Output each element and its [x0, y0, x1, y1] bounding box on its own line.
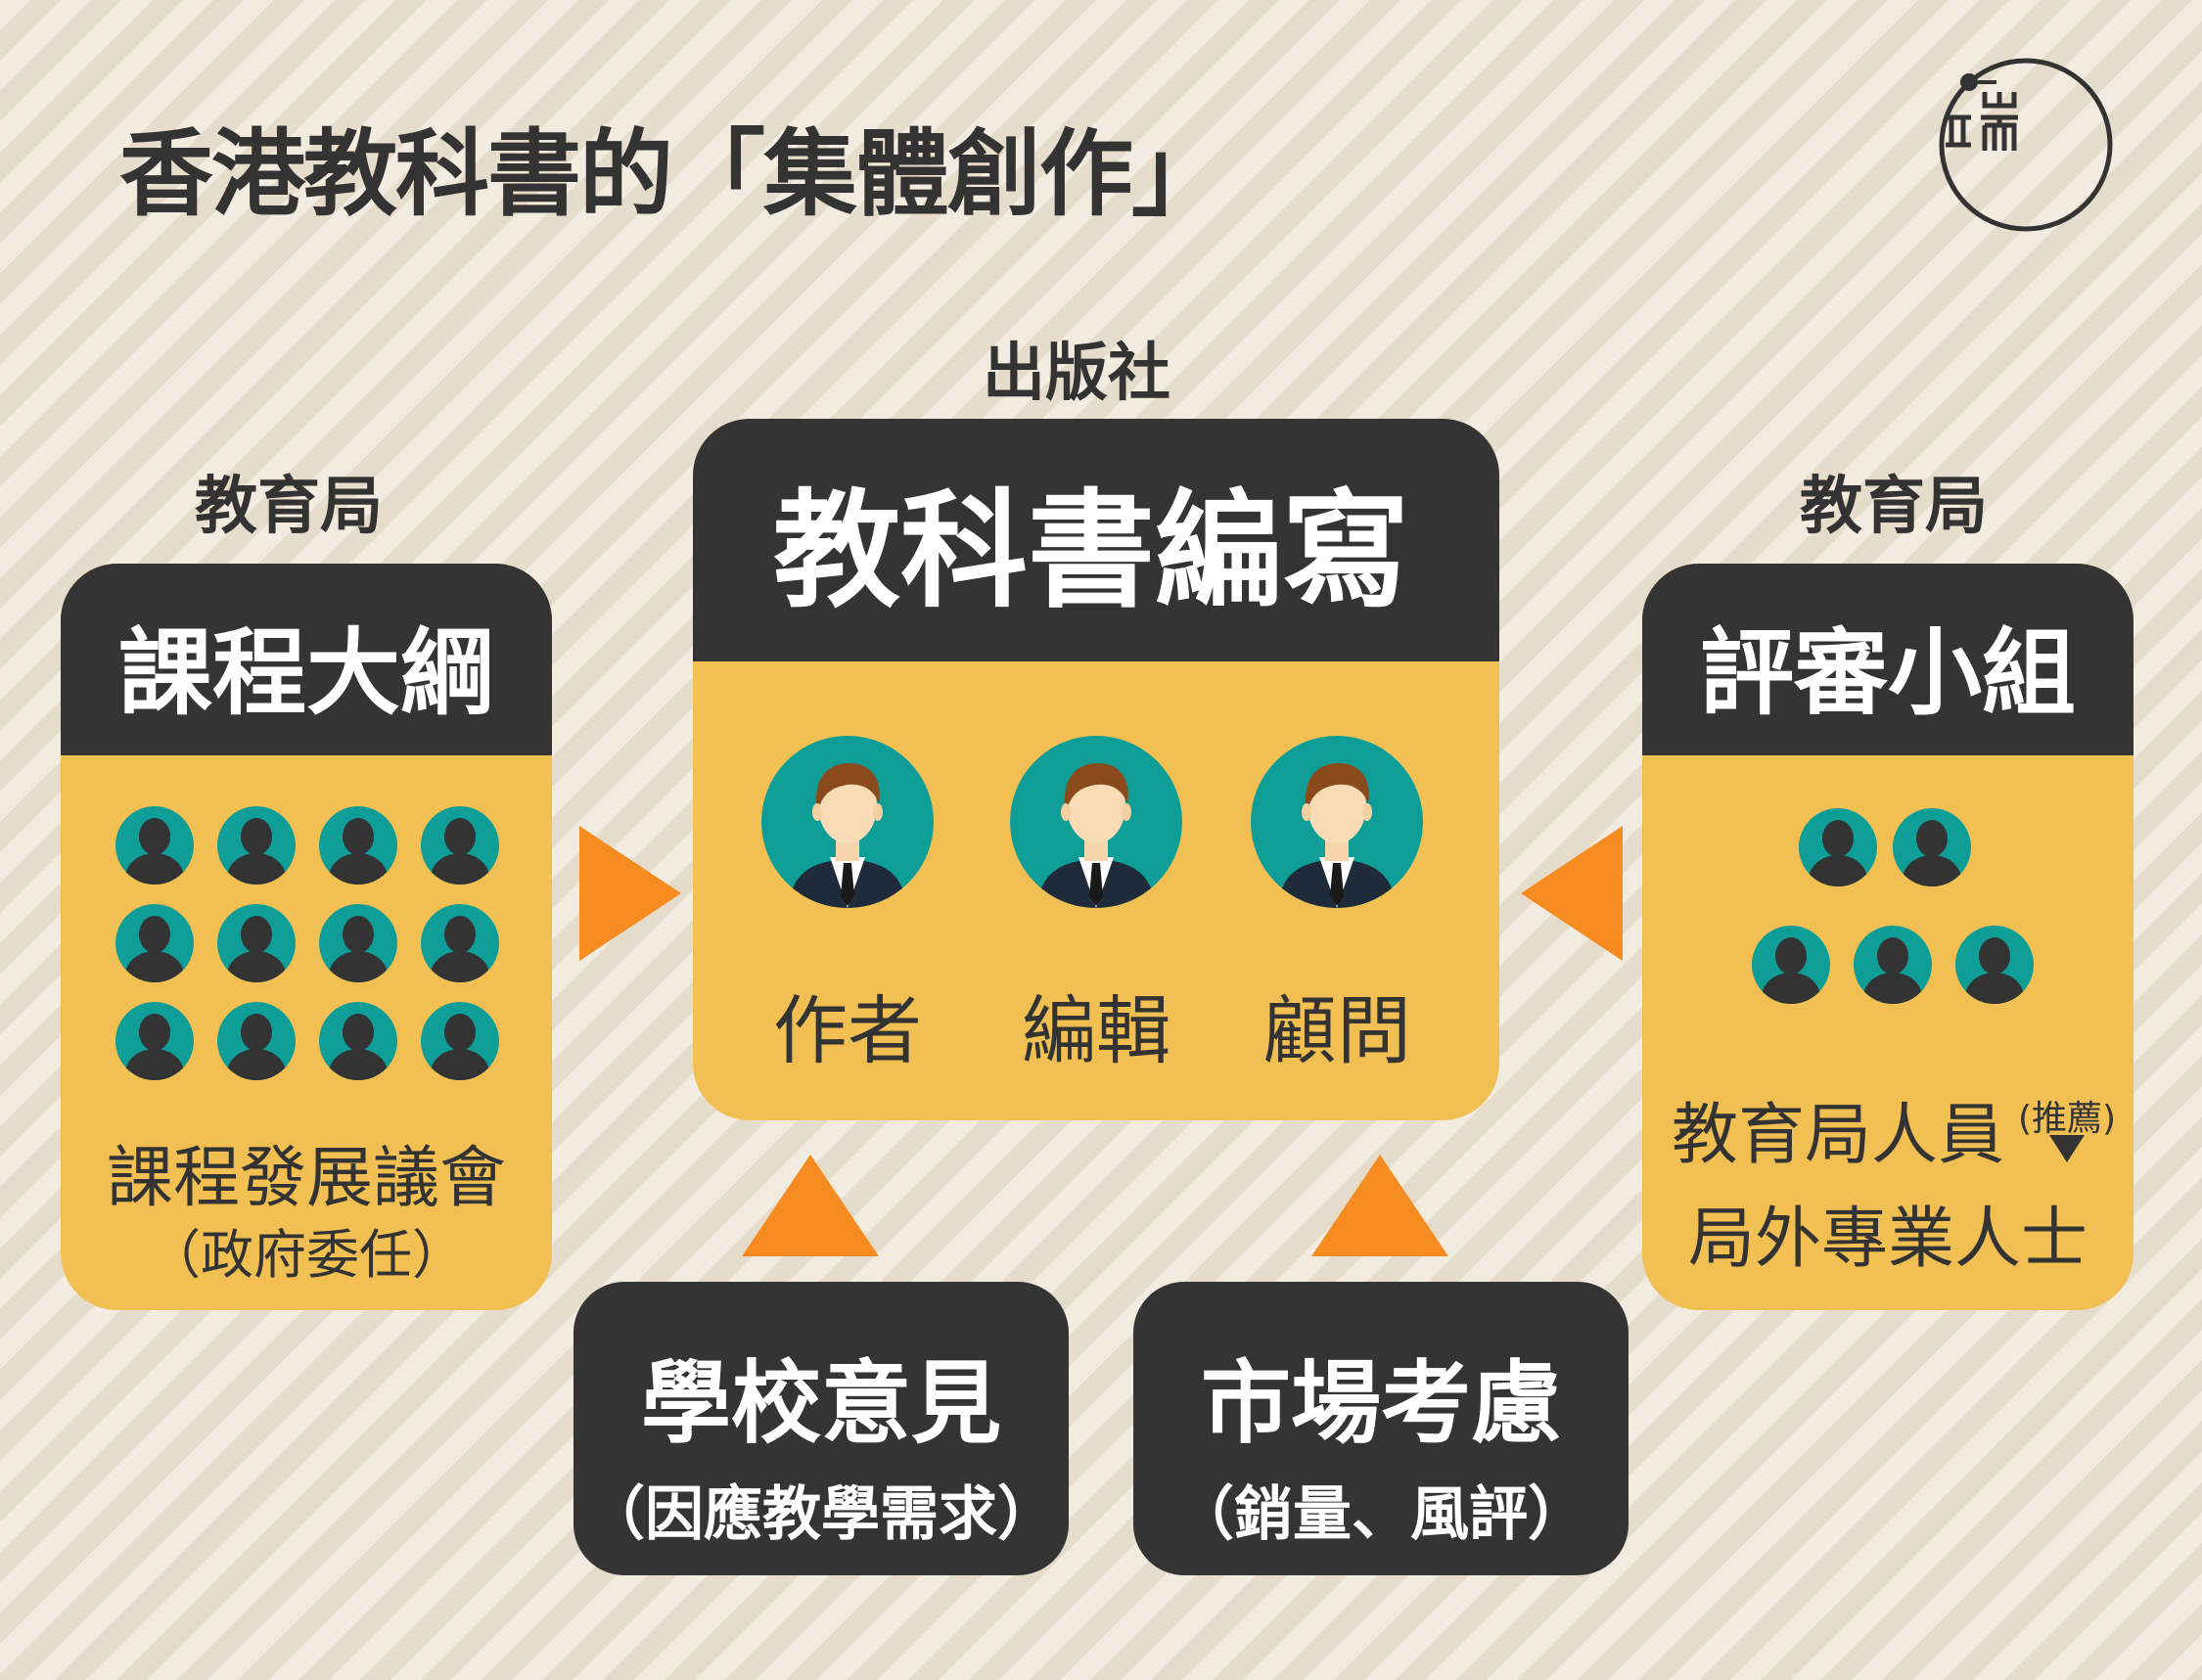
- school-opinion-box: 學校意見 （因應教學需求）: [573, 1282, 1069, 1575]
- person-silhouette-icon: [1854, 926, 1932, 1004]
- center-org-label: 出版社: [983, 338, 1170, 410]
- role-editor: 編輯: [1022, 987, 1170, 1074]
- person-silhouette-icon: [217, 806, 296, 885]
- person-silhouette-icon: [115, 806, 194, 885]
- market-consideration-box: 市場考慮 （銷量、風評）: [1133, 1282, 1629, 1575]
- up-arrow-market-icon: [1311, 1155, 1448, 1256]
- role-advisor: 顧問: [1262, 987, 1411, 1074]
- curriculum-panel: 課程大綱 課程發展議會 （政府委任）: [61, 564, 552, 1310]
- initium-logo-icon: [1939, 58, 2113, 232]
- person-silhouette-icon: [115, 904, 194, 982]
- person-silhouette-icon: [421, 806, 499, 885]
- external-experts-label: 局外專業人士: [1687, 1201, 2087, 1278]
- up-arrow-school-icon: [742, 1155, 879, 1256]
- person-silhouette-icon: [319, 806, 397, 885]
- page-title: 香港教科書的「集體創作」: [119, 119, 1225, 229]
- advisor-avatar-icon: [1251, 736, 1423, 908]
- school-opinion-note: （因應教學需求）: [586, 1480, 1056, 1549]
- textbook-writing-heading: 教科書編寫: [693, 419, 1499, 661]
- person-silhouette-icon: [421, 904, 499, 982]
- school-opinion-title: 學校意見: [640, 1351, 1001, 1456]
- market-consideration-note: （銷量、風評）: [1175, 1480, 1586, 1549]
- person-silhouette-icon: [319, 1002, 397, 1080]
- review-panel-heading: 評審小組: [1642, 564, 2133, 755]
- author-avatar-icon: [761, 736, 934, 908]
- person-silhouette-icon: [421, 1002, 499, 1080]
- review-panel: 評審小組 教育局人員 (推薦) 局外專業人士: [1642, 564, 2133, 1310]
- left-org-label: 教育局: [195, 471, 383, 543]
- role-author: 作者: [773, 987, 922, 1074]
- recommend-note: (推薦): [2018, 1099, 2117, 1139]
- person-silhouette-icon: [319, 904, 397, 982]
- person-silhouette-icon: [1799, 808, 1877, 886]
- person-silhouette-icon: [1893, 808, 1971, 886]
- person-silhouette-icon: [1955, 926, 2034, 1004]
- right-pointing-arrow-icon: [579, 826, 681, 961]
- right-org-label: 教育局: [1800, 471, 1988, 543]
- person-silhouette-icon: [217, 904, 296, 982]
- edb-staff-label: 教育局人員: [1672, 1097, 2005, 1174]
- council-note: （政府委任）: [148, 1224, 465, 1286]
- down-arrow-icon: [2049, 1135, 2085, 1162]
- person-silhouette-icon: [217, 1002, 296, 1080]
- person-silhouette-icon: [115, 1002, 194, 1080]
- left-pointing-arrow-icon: [1521, 826, 1623, 961]
- council-name: 課程發展議會: [106, 1140, 506, 1217]
- editor-avatar-icon: [1010, 736, 1182, 908]
- market-consideration-title: 市場考慮: [1200, 1351, 1561, 1456]
- curriculum-heading: 課程大綱: [61, 564, 552, 755]
- person-silhouette-icon: [1752, 926, 1830, 1004]
- textbook-writing-panel: 教科書編寫 作者 編輯 顧問: [693, 419, 1499, 1120]
